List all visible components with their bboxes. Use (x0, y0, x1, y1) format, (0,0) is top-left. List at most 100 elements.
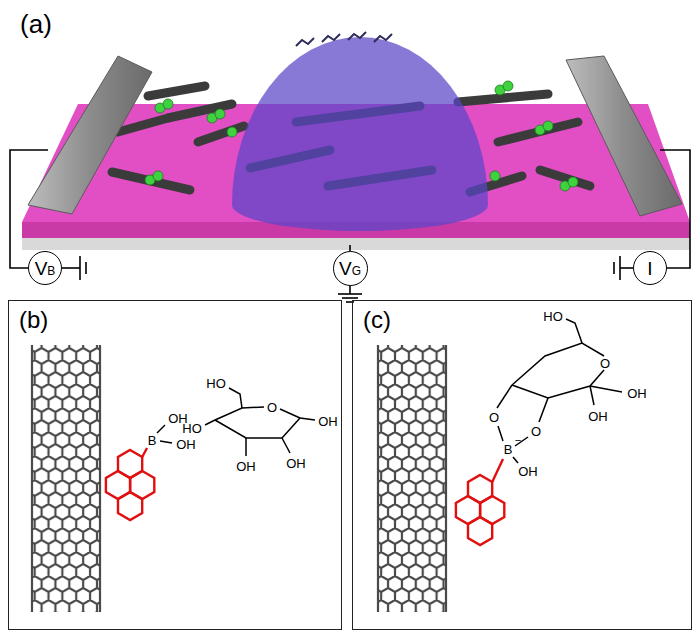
pyrene-ring (118, 450, 142, 478)
current-meter: I (633, 251, 667, 285)
electrolyte-droplet (232, 32, 488, 231)
charge-sign: − (515, 435, 521, 446)
atom-label: O (489, 411, 499, 424)
symbol-label: VG (339, 259, 361, 278)
nanotube-network (198, 126, 244, 142)
nanotube-network (118, 118, 168, 132)
voltage-source: VB (28, 251, 62, 285)
chemical-bond (229, 388, 242, 408)
nanotube (32, 345, 100, 612)
atom-label: OH (318, 415, 338, 428)
circuit-wire (342, 297, 358, 299)
electrolyte-droplet (322, 34, 340, 42)
pyrene-linker (490, 171, 500, 181)
nanotube-network (168, 104, 232, 118)
nanotube-network (458, 94, 548, 102)
nanotube (99, 345, 101, 612)
atom-label: OH (176, 438, 196, 451)
pyrene-ring (468, 475, 492, 503)
electrolyte-droplet (348, 32, 366, 40)
symbol-label: I (647, 259, 652, 278)
electrode (566, 56, 682, 216)
circuit-wire (613, 262, 615, 274)
pyrene-linker (543, 121, 553, 131)
atom-label: HO (206, 377, 226, 390)
circuit-wire (620, 267, 633, 269)
nanotube (32, 345, 100, 612)
panel-label: (b) (19, 307, 48, 333)
circuit-wire (79, 256, 81, 280)
pyrene-ring (142, 448, 147, 457)
circuit-wire (660, 150, 690, 268)
atom-label: HO (543, 310, 563, 323)
chemical-bond (512, 343, 604, 385)
chemical-bond (205, 420, 215, 425)
pyrene-ring (118, 492, 142, 520)
chemical-bond (512, 370, 604, 398)
atom-label: B (148, 434, 157, 447)
nanotube (378, 345, 446, 612)
chemical-bond (498, 426, 503, 441)
chemical-bond (300, 418, 315, 420)
pyrene-ring (106, 448, 154, 520)
atom-label: O (531, 425, 541, 438)
nanotube (31, 345, 33, 612)
nanotube-network (112, 172, 190, 190)
circuit-wire (85, 262, 87, 274)
pyrene-linker (163, 99, 173, 109)
nanotube (378, 345, 446, 612)
pyrene-ring (456, 459, 504, 545)
chemical-bond (566, 319, 582, 343)
electrolyte-droplet (232, 37, 488, 231)
pyrene-linker (227, 127, 237, 137)
chemical-bond (280, 409, 300, 418)
atom-label: B (504, 443, 513, 456)
panel-label: (a) (20, 11, 52, 37)
chemical-bond (497, 385, 512, 408)
atom-label: O (267, 401, 277, 414)
substrate-slab (22, 238, 690, 250)
circuit-wire (338, 293, 362, 295)
atom-label: O (600, 357, 610, 370)
atom-label: OH (518, 465, 538, 478)
pyrene-ring (492, 459, 503, 482)
pyrene-linker (215, 109, 225, 119)
chemical-bond (513, 457, 518, 463)
chemical-bond (590, 386, 622, 392)
gate-voltage: VG (333, 251, 368, 286)
nanotube-network (498, 122, 578, 142)
chemical-bond (157, 425, 165, 433)
nanotube-network (148, 86, 205, 96)
atom-label: OH (236, 460, 256, 473)
atom-label: OH (286, 457, 306, 470)
chemical-bond (539, 398, 548, 422)
chemical-bond (282, 438, 290, 453)
circuit-wire (349, 285, 351, 294)
electrolyte-droplet (296, 38, 314, 46)
chemical-bond (157, 388, 315, 456)
atom-label: OH (588, 410, 608, 423)
chemical-bond (245, 438, 247, 456)
electrolyte-droplet (374, 34, 392, 42)
circuit-wire (62, 267, 80, 269)
panel-label: (c) (363, 307, 391, 333)
chemical-bond (497, 319, 622, 463)
nanotube (377, 345, 379, 612)
chemical-bond (215, 418, 300, 438)
pyrene-linker (153, 171, 163, 181)
atom-label: HO (182, 422, 202, 435)
atom-label: OH (627, 387, 647, 400)
chemical-bond (160, 441, 172, 443)
pyrene-ring (468, 517, 492, 545)
circuit-wire (10, 150, 690, 302)
pyrene-linker (568, 177, 578, 187)
electrode (28, 56, 152, 214)
chemical-bond (215, 407, 264, 420)
symbol-label: VB (35, 259, 56, 278)
nanotube (445, 345, 447, 612)
pyrene-linker (503, 81, 513, 91)
chemical-bond (590, 386, 594, 405)
electrolyte-droplet (296, 32, 392, 46)
